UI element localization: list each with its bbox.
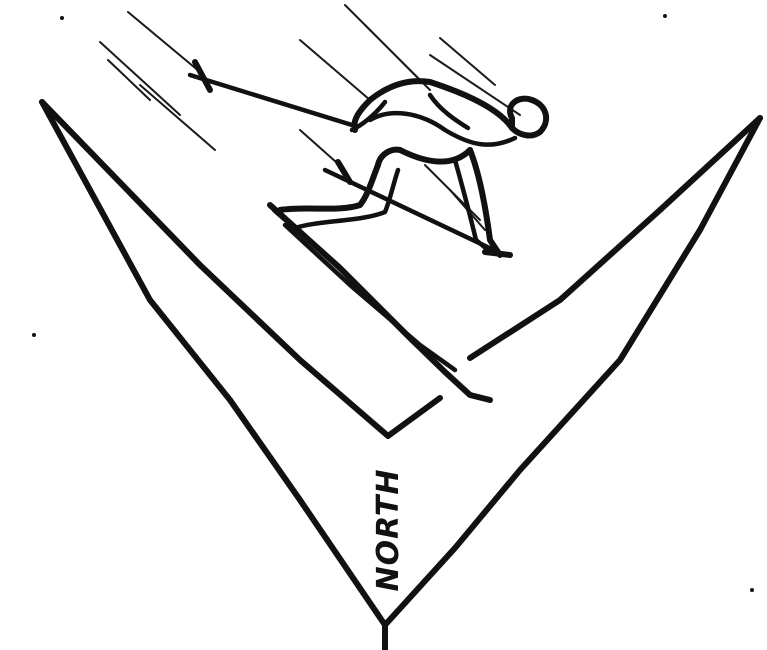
north-label: NORTH — [371, 469, 406, 592]
skier-icon — [190, 62, 546, 400]
